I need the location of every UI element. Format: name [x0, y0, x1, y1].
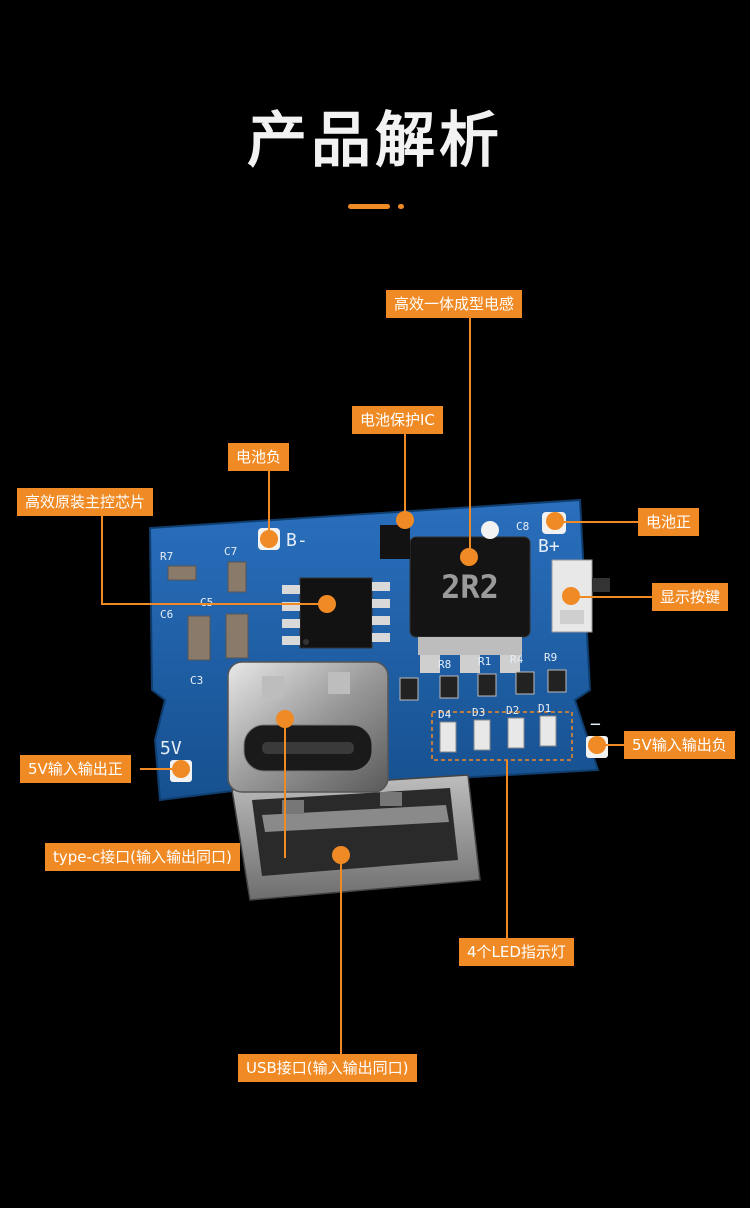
leader-inductor — [469, 318, 471, 558]
page-title: 产品解析 — [247, 106, 503, 176]
svg-text:B+: B+ — [538, 536, 560, 557]
leader-main-chip-h — [101, 603, 327, 605]
svg-text:D1: D1 — [538, 702, 551, 715]
svg-text:C5: C5 — [200, 596, 213, 609]
label-typec: type-c接口(输入输出同口) — [45, 843, 240, 871]
leader-typec-v — [284, 718, 286, 858]
label-led: 4个LED指示灯 — [459, 938, 574, 966]
leader-io-pos — [140, 768, 180, 770]
typec-connector — [227, 661, 389, 793]
title-underline — [348, 204, 390, 209]
leader-battery-neg — [268, 470, 270, 536]
label-inductor: 高效一体成型电感 — [386, 290, 523, 318]
leader-protect-ic — [404, 433, 406, 521]
marker-battery-pos — [546, 512, 564, 530]
svg-text:C8: C8 — [516, 520, 529, 533]
led-row — [431, 711, 573, 761]
svg-text:R4: R4 — [510, 653, 524, 666]
label-display-button: 显示按键 — [652, 583, 729, 611]
label-io-pos: 5V输入输出正 — [20, 755, 131, 783]
svg-text:R1: R1 — [478, 655, 491, 668]
svg-text:R7: R7 — [160, 550, 173, 563]
label-battery-neg: 电池负 — [228, 443, 290, 471]
label-usb: USB接口(输入输出同口) — [238, 1054, 417, 1082]
svg-text:C7: C7 — [224, 545, 237, 558]
usb-a-connector — [231, 774, 481, 901]
marker-inductor — [460, 548, 478, 566]
leader-usb — [340, 854, 342, 1054]
svg-text:D3: D3 — [472, 706, 485, 719]
resistors — [399, 669, 567, 701]
leader-main-chip-v — [101, 516, 103, 604]
svg-text:−: − — [590, 714, 601, 735]
label-protect-ic: 电池保护IC — [352, 406, 443, 434]
marker-usb — [332, 846, 350, 864]
protection-ic — [380, 525, 410, 559]
svg-text:R8: R8 — [438, 658, 451, 671]
inductor: 2R2 — [409, 536, 531, 673]
svg-text:B-: B- — [286, 530, 308, 551]
svg-text:R9: R9 — [544, 651, 557, 664]
main-control-chip — [282, 577, 390, 649]
label-main-chip: 高效原装主控芯片 — [17, 488, 154, 516]
marker-io-neg — [588, 736, 606, 754]
svg-text:C3: C3 — [190, 674, 203, 687]
leader-led — [506, 760, 508, 940]
label-battery-pos: 电池正 — [638, 508, 700, 536]
marker-io-pos — [172, 760, 190, 778]
svg-text:C6: C6 — [160, 608, 173, 621]
marker-battery-neg — [260, 530, 278, 548]
marker-protect-ic — [396, 511, 414, 529]
title-underline-dot — [398, 204, 404, 209]
svg-text:D4: D4 — [438, 708, 452, 721]
marker-typec — [276, 710, 294, 728]
svg-text:5V: 5V — [160, 738, 182, 759]
label-io-neg: 5V输入输出负 — [624, 731, 735, 759]
marker-display-button — [562, 587, 580, 605]
leader-battery-pos — [556, 521, 638, 523]
leader-io-neg — [596, 744, 626, 746]
svg-text:D2: D2 — [506, 704, 519, 717]
leader-display-button — [572, 596, 656, 598]
capacitors — [167, 561, 249, 661]
svg-text:2R2: 2R2 — [441, 568, 499, 606]
marker-main-chip — [318, 595, 336, 613]
